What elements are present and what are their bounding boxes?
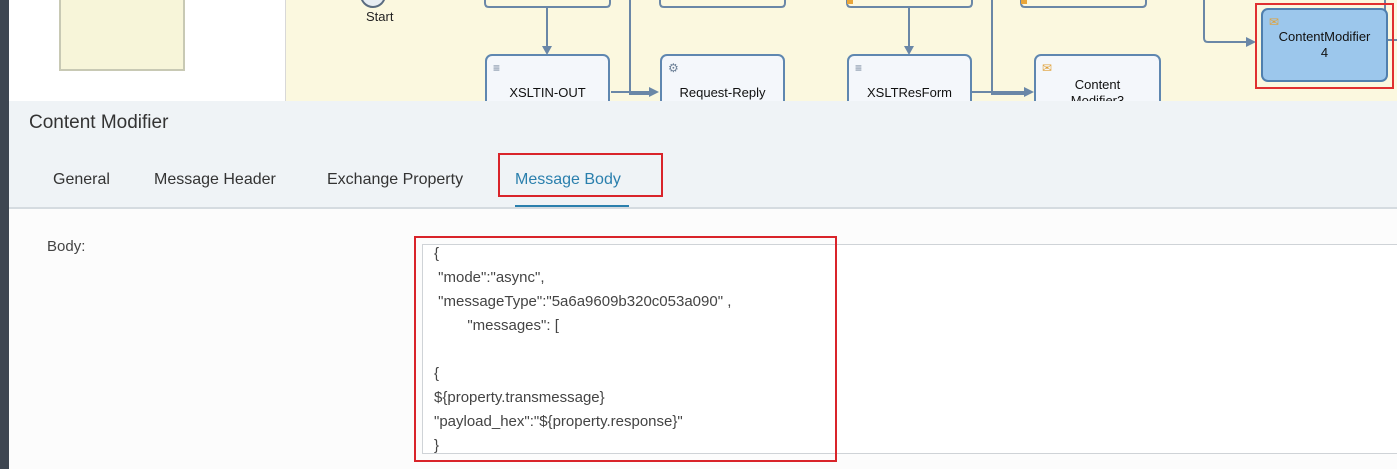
sender-participant-box[interactable]	[59, 0, 185, 71]
panel-title: Content Modifier	[29, 112, 169, 133]
left-sidebar-strip	[0, 0, 9, 469]
step-label: Content	[1074, 77, 1121, 92]
body-line: "payload_hex":"${property.response}"	[434, 413, 683, 430]
tab-message-header[interactable]: Message Header	[154, 171, 276, 188]
step-label-line2: 4	[1320, 45, 1329, 60]
envelope-icon: ✉	[1269, 15, 1280, 29]
tab-exchange-property[interactable]: Exchange Property	[327, 171, 464, 188]
envelope-icon: ✉	[1042, 61, 1053, 75]
tab-message-body[interactable]: Message Body	[515, 171, 621, 188]
integration-flow-canvas[interactable]: Start ≡ XSLTIN-OUT ⚙ Request-Reply ≡ XSL…	[9, 0, 1397, 101]
step-label: XSLTIN-OUT	[509, 85, 586, 100]
body-field-label: Body:	[47, 238, 86, 255]
step-content-modifier4[interactable]: ✉ ContentModifier 4	[1261, 8, 1388, 82]
start-event-icon	[360, 0, 386, 8]
start-event-label: Start	[366, 9, 394, 24]
body-line: {	[434, 245, 440, 262]
step-request-reply[interactable]: ⚙ Request-Reply	[660, 54, 785, 101]
step-label-line2: Modifier3	[1070, 93, 1125, 101]
start-event[interactable]	[360, 0, 386, 8]
body-text-editor[interactable]: { "mode":"async", "messageType":"5a6a960…	[422, 244, 1397, 454]
body-line: }	[434, 437, 440, 454]
message-body-section: Body: { "mode":"async", "messageType":"5…	[9, 209, 1397, 469]
step-xsltresform[interactable]: ≡ XSLTResForm	[847, 54, 972, 101]
selected-step-highlight: ✉ ContentModifier 4	[1255, 3, 1394, 89]
canvas-left-pool	[9, 0, 286, 101]
step-content-modifier3[interactable]: ✉ Content Modifier3	[1034, 54, 1161, 101]
body-line: "mode":"async",	[434, 269, 545, 286]
step-label: Request-Reply	[679, 85, 766, 100]
step-label: XSLTResForm	[867, 85, 952, 100]
step-xsltin-out[interactable]: ≡ XSLTIN-OUT	[485, 54, 610, 101]
body-line: ${property.transmessage}	[434, 389, 605, 406]
active-tab-indicator	[515, 205, 629, 208]
integration-process-pool	[286, 0, 1397, 101]
tab-highlight-box	[498, 153, 663, 197]
body-line: "messages": [	[434, 317, 559, 334]
step-label: ContentModifier	[1278, 29, 1371, 44]
script-icon: ≡	[493, 61, 501, 75]
properties-panel-header: Content Modifier General Message Header …	[9, 101, 1397, 208]
gear-icon: ⚙	[668, 61, 679, 75]
panel-divider	[9, 207, 1397, 209]
script-icon: ≡	[855, 61, 863, 75]
body-line: {	[434, 365, 440, 382]
tab-general[interactable]: General	[53, 171, 110, 188]
body-line: "messageType":"5a6a9609b320c053a090" ,	[434, 293, 732, 310]
